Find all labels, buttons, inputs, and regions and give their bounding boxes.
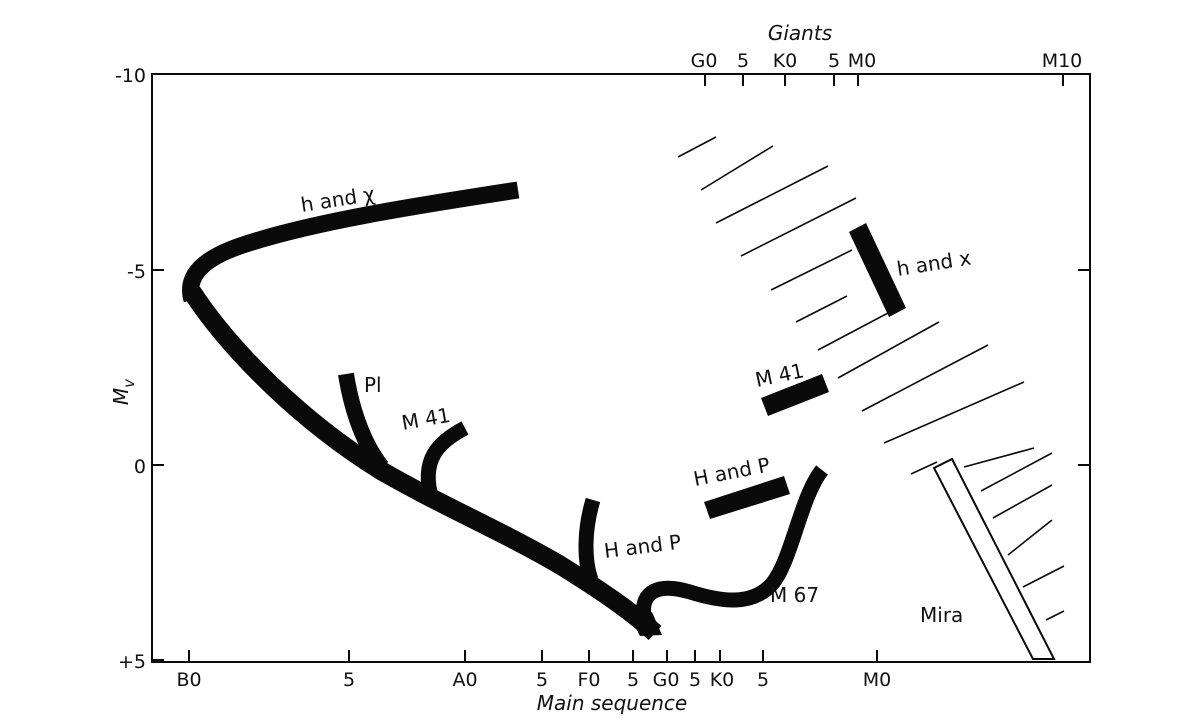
left-axis — [152, 73, 164, 661]
curve-hp-branch — [578, 497, 601, 583]
block-h-and-p — [704, 476, 790, 519]
mira-strip — [932, 457, 1056, 660]
top-tick-label: G0 — [691, 50, 718, 72]
top-tick-label: M10 — [1042, 50, 1083, 72]
top-axis-title: Giants — [768, 21, 832, 45]
left-axis-title: Mv — [109, 378, 138, 405]
bottom-tick-label: A0 — [452, 669, 477, 691]
main-sequence-curves — [182, 181, 829, 641]
plot-frame — [151, 73, 1091, 663]
top-tick-label: K0 — [773, 50, 798, 72]
curve-m67-branch — [636, 465, 829, 619]
right-axis — [1078, 269, 1090, 466]
bottom-tick-label: M0 — [863, 669, 891, 691]
label-m67: M 67 — [770, 583, 819, 607]
curve-m41-branch — [420, 421, 469, 503]
left-tick-label: -5 — [127, 261, 146, 283]
block-h-and-x — [849, 223, 906, 317]
bottom-tick-label: 5 — [757, 669, 769, 691]
top-tick-label: M0 — [848, 50, 876, 72]
top-tick-label: 5 — [828, 50, 840, 72]
curve-h-chi-upper — [182, 181, 520, 303]
label-h-and-p-left: H and P — [603, 530, 683, 563]
bottom-tick-label: 5 — [689, 669, 701, 691]
bottom-tick-label: B0 — [176, 669, 201, 691]
bottom-tick-label: G0 — [653, 669, 680, 691]
top-axis — [704, 74, 1064, 86]
top-tick-label: 5 — [737, 50, 749, 72]
left-tick-label: +5 — [118, 651, 146, 673]
giant-region-hatching — [677, 136, 1065, 621]
curve-pl-branch — [338, 372, 389, 473]
bottom-tick-label: F0 — [577, 669, 600, 691]
bottom-axis — [188, 650, 878, 662]
bottom-tick-label: K0 — [710, 669, 735, 691]
bottom-axis-title: Main sequence — [537, 691, 687, 715]
bottom-tick-label: 5 — [627, 669, 639, 691]
bottom-tick-label: 5 — [536, 669, 548, 691]
svg-text:Mv: Mv — [109, 378, 138, 405]
curve-ms-turnoff — [632, 612, 662, 636]
label-m41-left: M 41 — [400, 403, 452, 435]
label-pl: Pl — [364, 373, 382, 397]
label-mira: Mira — [920, 603, 963, 627]
left-tick-label: 0 — [134, 456, 146, 478]
bottom-tick-label: 5 — [343, 669, 355, 691]
left-tick-label: -10 — [115, 65, 146, 87]
label-h-and-x: h and x — [895, 245, 973, 280]
block-m41 — [761, 374, 829, 416]
giant-branch-blocks — [704, 223, 906, 519]
